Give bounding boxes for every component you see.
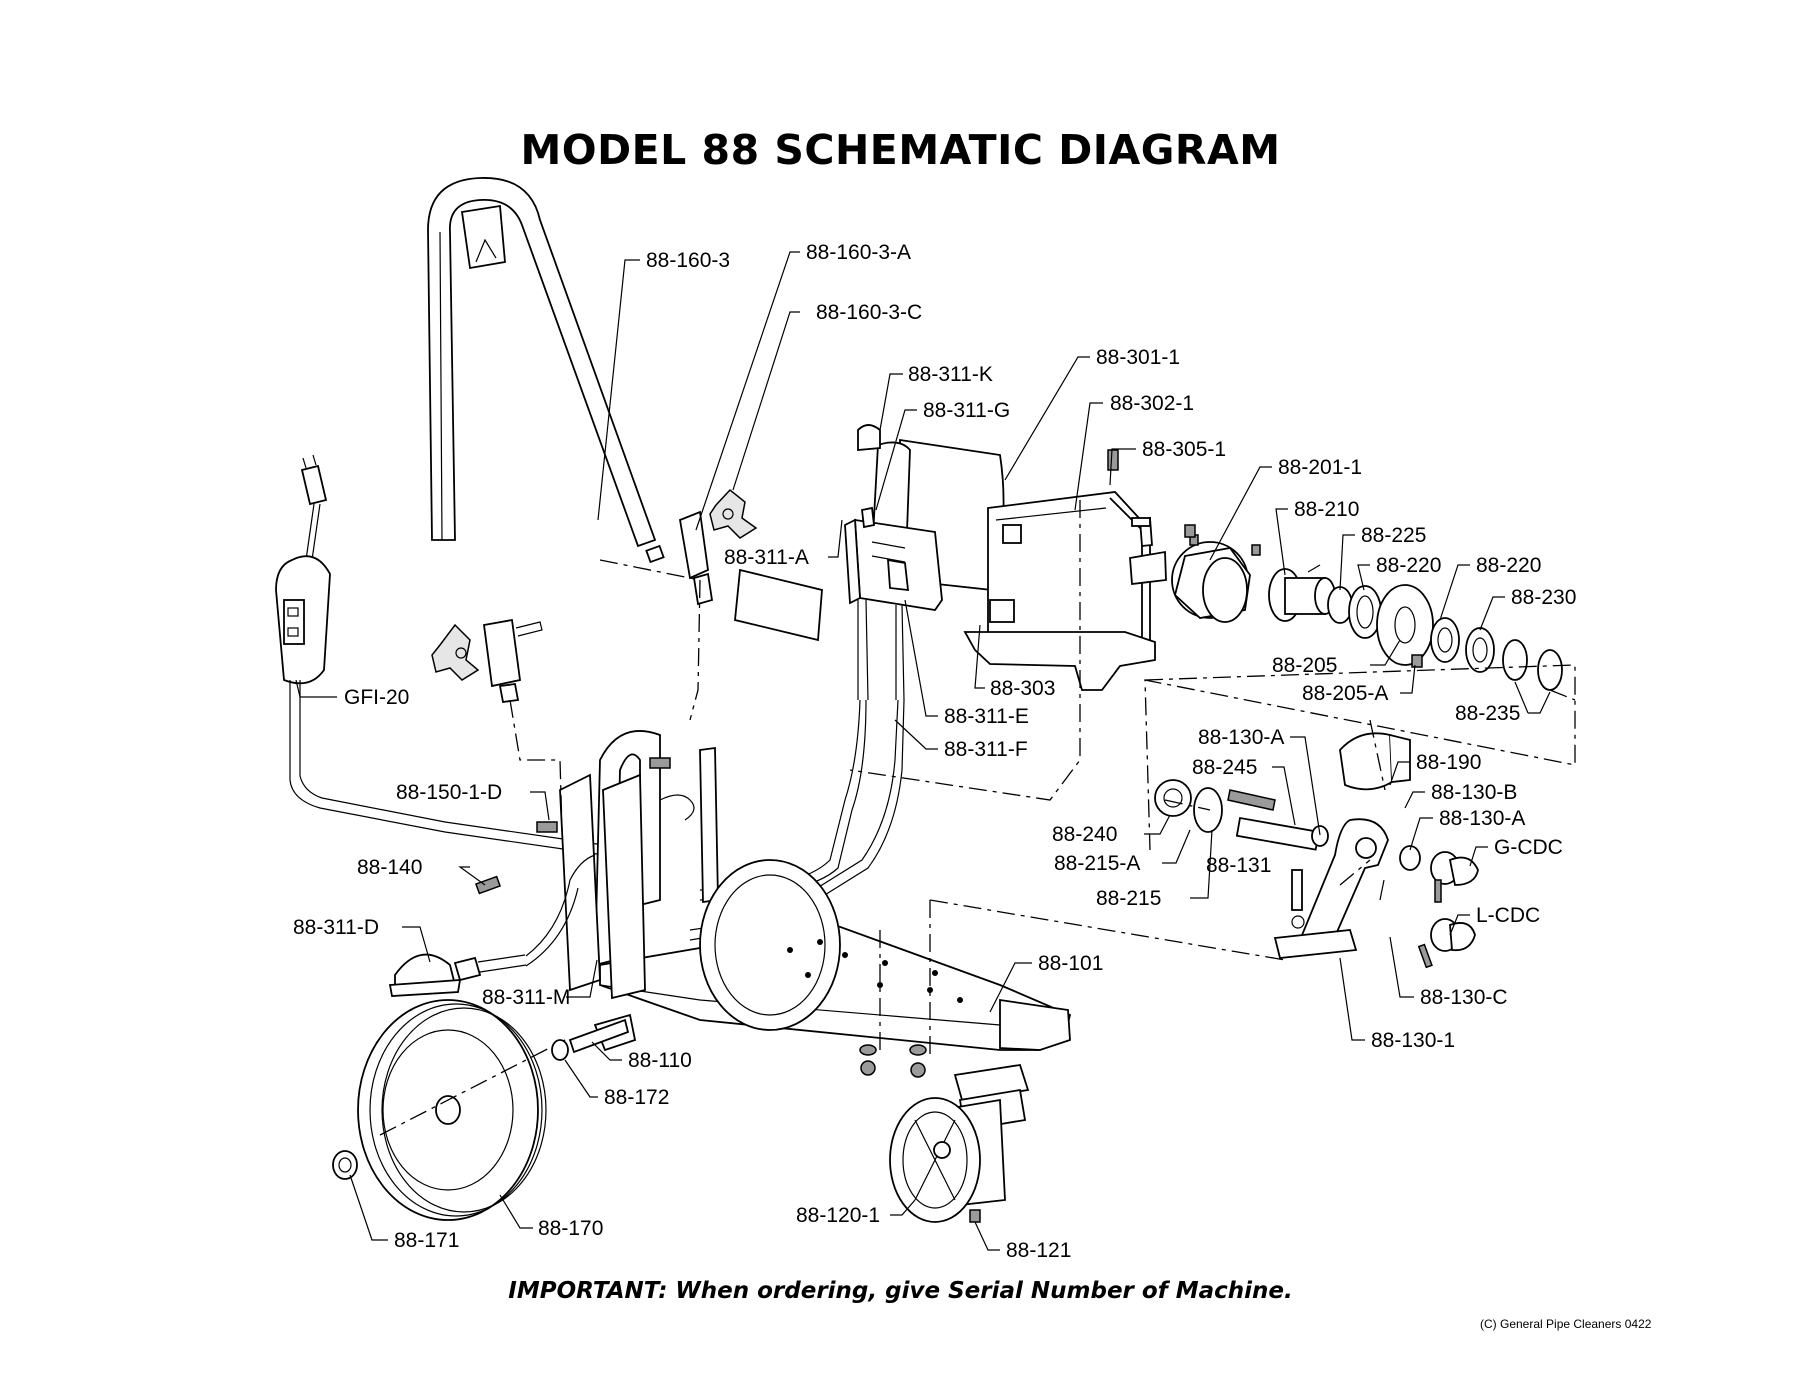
part-label: 88-150-1-D [396, 781, 502, 804]
part-label: 88-245 [1192, 756, 1257, 779]
part-label: 88-190 [1416, 751, 1481, 774]
part-label: 88-230 [1511, 586, 1576, 609]
part-label: GFI-20 [344, 686, 409, 709]
copyright-text: (C) General Pipe Cleaners 0422 [1480, 1317, 1652, 1331]
part-label: G-CDC [1494, 836, 1563, 859]
part-label: 88-205-A [1302, 682, 1388, 705]
part-label: 88-311-E [944, 705, 1029, 728]
part-label: 88-311-M [482, 986, 570, 1009]
part-label: 88-240 [1052, 823, 1117, 846]
ordering-notice: IMPORTANT: When ordering, give Serial Nu… [508, 1278, 1293, 1304]
part-label: 88-215 [1096, 887, 1161, 910]
part-label: 88-172 [604, 1086, 669, 1109]
part-label: 88-140 [357, 856, 422, 879]
part-label: 88-171 [394, 1229, 459, 1252]
part-label: 88-311-D [293, 916, 379, 939]
part-label: 88-131 [1206, 854, 1271, 877]
page-title: MODEL 88 SCHEMATIC DIAGRAM [520, 126, 1281, 174]
part-label: 88-130-1 [1371, 1029, 1455, 1052]
part-labels: 88-160-3 88-160-3-A 88-160-3-C 88-311-K … [293, 241, 1576, 1262]
part-label: 88-110 [628, 1049, 692, 1072]
part-label: 88-130-A [1439, 807, 1525, 830]
drawing [275, 177, 1576, 1223]
frame-drawing [536, 730, 1072, 1052]
caster-drawing [859, 1044, 1030, 1223]
part-label: 88-160-3 [646, 249, 730, 272]
part-label: 88-305-1 [1142, 438, 1226, 461]
part-label: 88-235 [1455, 702, 1520, 725]
part-label: 88-215-A [1054, 852, 1140, 875]
leader-lines [295, 251, 1551, 1251]
part-label: 88-311-G [923, 399, 1010, 422]
part-label: 88-130-B [1431, 781, 1517, 804]
part-label: 88-210 [1294, 498, 1359, 521]
part-label: 88-160-3-A [806, 241, 911, 264]
foot-switch-drawing [388, 854, 596, 997]
part-label: 88-101 [1038, 952, 1103, 975]
left-knob-drawing [431, 618, 543, 704]
part-label: 88-120-1 [796, 1204, 880, 1227]
part-label: 88-160-3-C [816, 301, 922, 324]
handle-drawing [427, 177, 665, 564]
part-label: 88-170 [538, 1217, 603, 1240]
part-label: 88-201-1 [1278, 456, 1362, 479]
wheel-drawing [332, 999, 630, 1221]
switch-box-drawing [689, 424, 943, 941]
part-label: 88-220 [1476, 554, 1541, 577]
part-label: 88-220 [1376, 554, 1441, 577]
part-label: 88-225 [1361, 524, 1426, 547]
part-label: 88-205 [1272, 654, 1337, 677]
part-label: L-CDC [1476, 904, 1540, 927]
part-label: 88-130-C [1420, 986, 1508, 1009]
part-label: 88-311-K [908, 363, 993, 386]
part-label: 88-302-1 [1110, 392, 1194, 415]
feed-parts-drawing [1154, 732, 1479, 969]
part-label: 88-303 [990, 677, 1055, 700]
part-label: 88-130-A [1198, 726, 1284, 749]
part-label: 88-121 [1006, 1239, 1071, 1262]
part-label: 88-311-A [724, 546, 809, 569]
drum-parts-drawing [1107, 449, 1563, 691]
part-label: 88-311-F [944, 738, 1028, 761]
right-knob-drawing [678, 488, 758, 606]
part-label: 88-301-1 [1096, 346, 1180, 369]
assembly-lines [509, 500, 1576, 1060]
